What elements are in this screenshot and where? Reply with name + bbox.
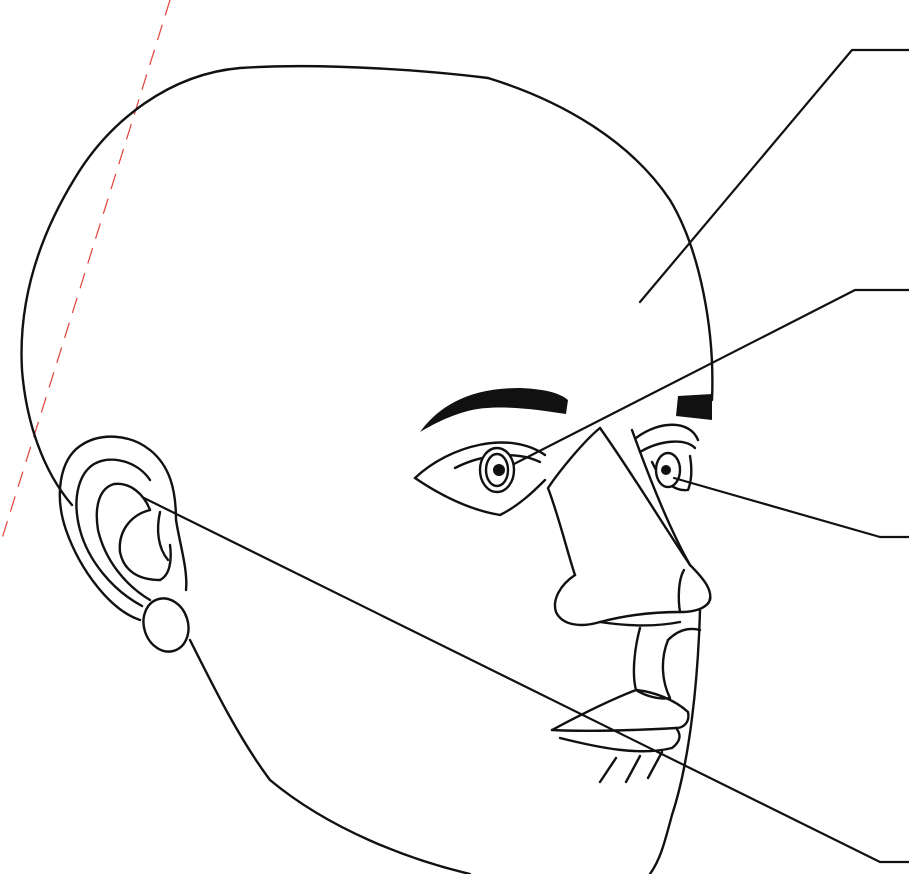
chin-crease-3 xyxy=(648,752,662,778)
back-of-skull-curve xyxy=(488,78,712,400)
nose-underside xyxy=(600,622,680,625)
leader-line-ear xyxy=(144,498,909,862)
chin-crease-2 xyxy=(626,756,640,782)
philtrum xyxy=(634,628,670,699)
leader-line-cranium xyxy=(640,50,909,302)
ear-tragus xyxy=(158,512,168,560)
leader-line-right-eye xyxy=(674,478,909,537)
right-eye-crease xyxy=(640,442,695,452)
right-pupil xyxy=(661,465,671,475)
left-pupil xyxy=(493,464,505,476)
nose-bridge-left xyxy=(548,428,600,575)
chin-line xyxy=(650,610,700,874)
right-eyebrow xyxy=(676,394,712,420)
left-eyebrow xyxy=(420,388,568,432)
ear-antihelix xyxy=(97,484,150,600)
red-guide-line xyxy=(0,0,170,545)
ear-lobe xyxy=(137,593,196,658)
chin-crease-1 xyxy=(600,758,616,782)
left-eye-outline xyxy=(415,478,545,515)
right-eye-upper-lid xyxy=(636,425,698,440)
nose-tip xyxy=(555,575,710,625)
philtrum-right xyxy=(668,629,700,640)
jaw-line xyxy=(190,640,470,874)
ear-inner-helix xyxy=(76,460,150,606)
nose-nostril xyxy=(679,570,684,612)
ear-concha xyxy=(120,510,171,580)
